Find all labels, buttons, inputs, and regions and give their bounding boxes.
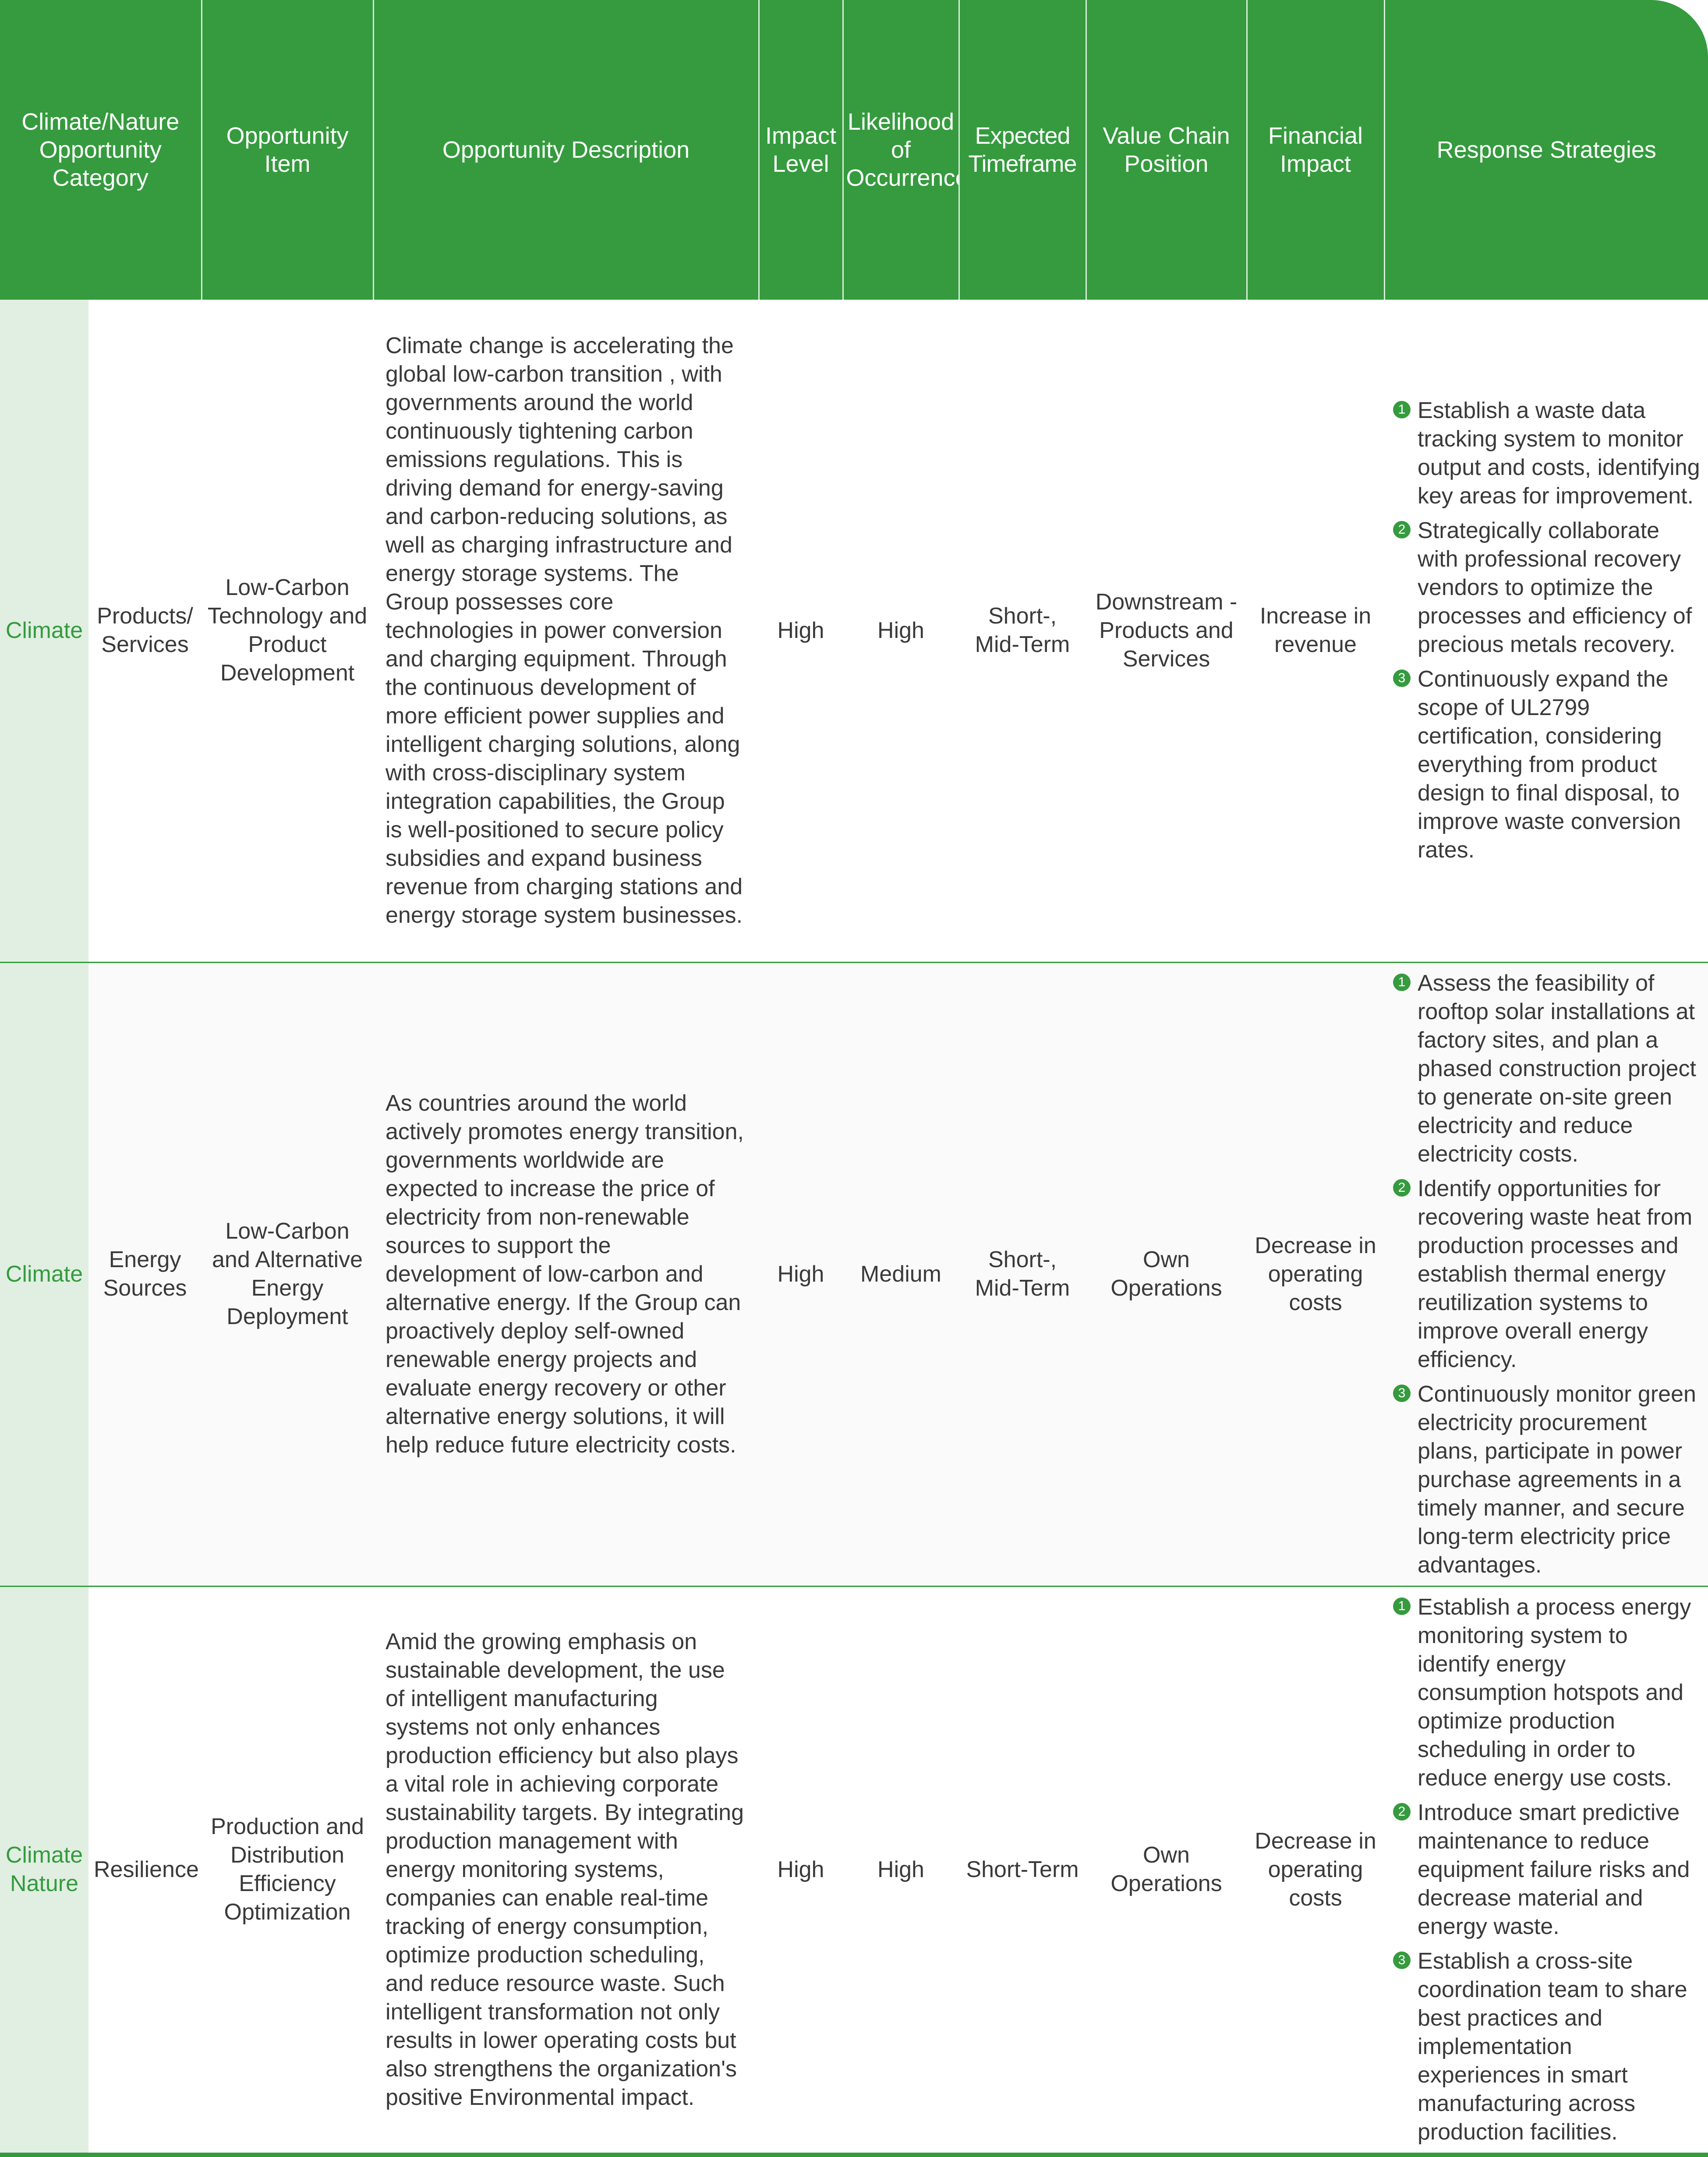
opportunity-category: Resilience [88,1586,202,2157]
strategy-text: Establish a process energy monitoring sy… [1418,1594,1691,1791]
strategy-text: Establish a cross-site coordination team… [1418,1948,1687,2145]
climate-nature-type: Climate Nature [0,1586,88,2157]
timeframe: Short-Term [959,1586,1086,2157]
response-strategies: 1 Establish a process energy monitoring s… [1384,1586,1708,2157]
number-badge-icon: 3 [1393,1951,1411,1969]
climate-nature-type: Climate [0,300,88,963]
table-row: Climate Nature Resilience Production and… [0,1586,1708,2157]
value-chain-position: Own Operations [1086,1586,1247,2157]
strategy-item: 3 Establish a cross-site coordination tea… [1393,1947,1701,2146]
timeframe: Short-, Mid-Term [959,962,1086,1587]
likelihood: High [843,300,959,963]
strategy-text: Identify opportunities for recovering wa… [1418,1176,1693,1372]
opportunity-description: Climate change is accelerating the globa… [373,300,759,963]
strategy-item: 2 Strategically collaborate with professi… [1393,517,1701,659]
financial-impact: Increase in revenue [1247,300,1385,963]
table-row: Climate Products/ Services Low-Carbon Te… [0,300,1708,963]
strategy-item: 2 Introduce smart predictive maintenance … [1393,1799,1701,1941]
header-category: Climate/Nature Opportunity Category [0,0,202,300]
strategy-text: Assess the feasibility of rooftop solar … [1418,970,1696,1167]
number-badge-icon: 2 [1393,521,1411,539]
table-row: Climate Energy Sources Low-Carbon and Al… [0,962,1708,1587]
strategy-item: 2 Identify opportunities for recovering w… [1393,1175,1701,1374]
strategy-item: 1 Assess the feasibility of rooftop solar… [1393,969,1701,1169]
header-timeframe: Expected Timeframe [958,0,1086,300]
impact-level: High [759,300,843,963]
opportunity-description: Amid the growing emphasis on sustainable… [373,1586,759,2157]
opportunity-item: Low-Carbon and Alternative Energy Deploy… [202,962,374,1587]
strategy-text: Establish a waste data tracking system t… [1418,398,1700,509]
strategy-item: 1 Establish a process energy monitoring s… [1393,1593,1701,1792]
number-badge-icon: 1 [1393,973,1411,991]
header-strategies: Response Strategies [1383,0,1708,300]
header-row: Climate/Nature Opportunity Category Oppo… [0,0,1708,300]
strategy-text: Introduce smart predictive maintenance t… [1418,1799,1690,1939]
opportunity-item: Production and Distribution Efficiency O… [202,1586,374,2157]
header-likelihood: Likelihood of Occurrence [842,0,959,300]
number-badge-icon: 3 [1393,669,1411,687]
strategy-item: 3 Continuously expand the scope of UL2799… [1393,665,1701,864]
header-item: Opportunity Item [201,0,374,300]
financial-impact: Decrease in operating costs [1247,1586,1385,2157]
strategy-text: Continuously monitor green electricity p… [1418,1381,1696,1578]
strategy-item: 1 Establish a waste data tracking system … [1393,397,1701,510]
header-description: Opportunity Description [372,0,759,300]
impact-level: High [759,962,843,1587]
strategy-text: Continuously expand the scope of UL2799 … [1418,666,1681,863]
number-badge-icon: 1 [1393,401,1411,419]
timeframe: Short-, Mid-Term [959,300,1086,963]
financial-impact: Decrease in operating costs [1247,962,1385,1587]
number-badge-icon: 3 [1393,1384,1411,1402]
number-badge-icon: 1 [1393,1597,1411,1615]
header-financial: Financial Impact [1246,0,1385,300]
value-chain-position: Own Operations [1086,962,1247,1587]
opportunity-category: Products/ Services [88,300,202,963]
number-badge-icon: 2 [1393,1179,1411,1197]
strategy-text: Strategically collaborate with professio… [1418,518,1692,658]
number-badge-icon: 2 [1393,1803,1411,1821]
value-chain-position: Downstream - Products and Services [1086,300,1247,963]
response-strategies: 1 Establish a waste data tracking system … [1384,300,1708,963]
header-impact: Impact Level [758,0,843,300]
opportunity-category: Energy Sources [88,962,202,1587]
header-value-chain: Value Chain Position [1085,0,1247,300]
likelihood: High [843,1586,959,2157]
opportunity-item: Low-Carbon Technology and Product Develo… [202,300,374,963]
opportunity-description: As countries around the world actively p… [373,962,759,1587]
impact-level: High [759,1586,843,2157]
response-strategies: 1 Assess the feasibility of rooftop solar… [1384,962,1708,1587]
strategy-item: 3 Continuously monitor green electricity … [1393,1380,1701,1580]
likelihood: Medium [843,962,959,1587]
climate-nature-type: Climate [0,962,88,1587]
